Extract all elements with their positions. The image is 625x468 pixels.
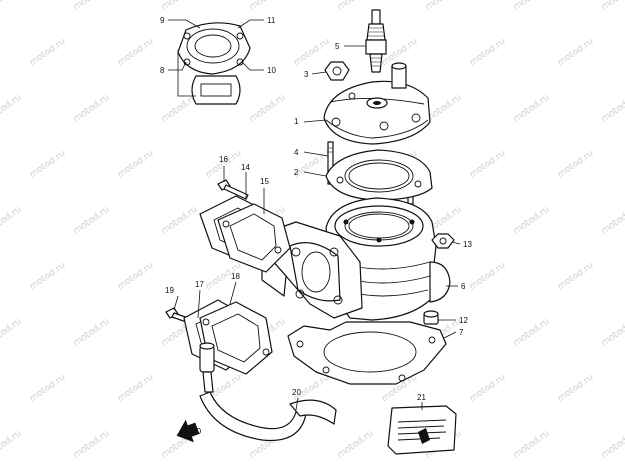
callout-6: 6 [461,282,466,291]
callout-16: 16 [219,155,228,164]
watermark-text: motod.ru [600,0,625,12]
watermark-text: motod.ru [116,37,156,69]
watermark-text: motod.ru [0,429,23,461]
callout-10: 10 [267,66,276,75]
callout-19: 19 [165,286,174,295]
watermark-text: motod.ru [248,0,288,12]
callout-12: 12 [459,316,468,325]
watermark-text: motod.ru [512,317,552,349]
watermark-text: motod.ru [556,37,596,69]
watermark-text: motod.ru [28,37,68,69]
callout-20: 20 [292,388,301,397]
callout-5: 5 [335,42,340,51]
gasket-inset [177,22,251,105]
watermark-text: motod.ru [468,37,508,69]
bolt-upper [217,179,249,200]
base-gasket [287,321,447,385]
watermark-text: motod.ru [512,93,552,125]
watermark-text: motod.ru [512,205,552,237]
cylinder-head [323,62,431,145]
flange-nut [431,233,455,249]
watermark-text: motod.ru [72,317,112,349]
cap-nut [324,61,350,81]
caution-label [387,405,457,455]
watermark-text: motod.ru [28,149,68,181]
spark-plug [365,9,387,73]
callout-1: 1 [294,117,299,126]
watermark-text: motod.ru [160,205,200,237]
watermark-text: motod.ru [248,93,288,125]
watermark-text: motod.ru [72,0,112,12]
front-arrow-label: FWD [183,427,201,436]
callout-numbers: 1 2 3 4 5 6 7 8 9 10 11 12 13 14 15 16 1… [160,16,472,402]
callout-21: 21 [417,393,426,402]
exhaust-cover [217,203,291,273]
watermark-text: motod.ru [292,37,332,69]
front-direction-arrow: FWD [176,419,201,443]
callout-7: 7 [459,328,464,337]
watermark-text: motod.ru [600,205,625,237]
watermark-text: motod.ru [28,373,68,405]
watermark-text: motod.ru [0,0,23,12]
watermark-text: motod.ru [556,149,596,181]
watermark-text: motod.ru [72,205,112,237]
watermark-text: motod.ru [116,373,156,405]
callout-9: 9 [160,16,165,25]
watermark-text: motod.ru [116,261,156,293]
callout-17: 17 [195,280,204,289]
watermark-text: motod.ru [72,429,112,461]
watermark-text: motod.ru [424,0,464,12]
watermark-text: motod.ru [0,317,23,349]
callout-8: 8 [160,66,165,75]
watermark-text: motod.ru [72,93,112,125]
watermark-text: motod.ru [556,261,596,293]
watermark-text: motod.ru [556,373,596,405]
watermark-text: motod.ru [160,0,200,12]
watermark-text: motod.ru [336,429,376,461]
callout-3: 3 [304,70,309,79]
watermark-text: motod.ru [0,205,23,237]
watermark-text: motod.ru [512,429,552,461]
dowel-pin [423,310,439,325]
cylinder [261,197,451,321]
watermark-text: motod.ru [512,0,552,12]
watermark-text: motod.ru [468,261,508,293]
watermark-text: motod.ru [468,373,508,405]
watermark-text: motod.ru [0,93,23,125]
callout-18: 18 [231,272,240,281]
watermark-text: motod.ru [600,317,625,349]
watermark-text: motod.ru [600,93,625,125]
watermark-text: motod.ru [468,149,508,181]
callout-14: 14 [241,163,250,172]
watermark-text: motod.ru [336,0,376,12]
callout-15: 15 [260,177,269,186]
callout-2: 2 [294,168,299,177]
leader-lines [168,19,461,411]
head-gasket [325,149,433,201]
callout-13: 13 [463,240,472,249]
callout-11: 11 [267,16,276,25]
callout-4: 4 [294,148,299,157]
watermark-text: motod.ru [600,429,625,461]
watermark-text: motod.ru [116,149,156,181]
watermark-text: motod.ru [28,261,68,293]
breather-hose [199,342,337,442]
